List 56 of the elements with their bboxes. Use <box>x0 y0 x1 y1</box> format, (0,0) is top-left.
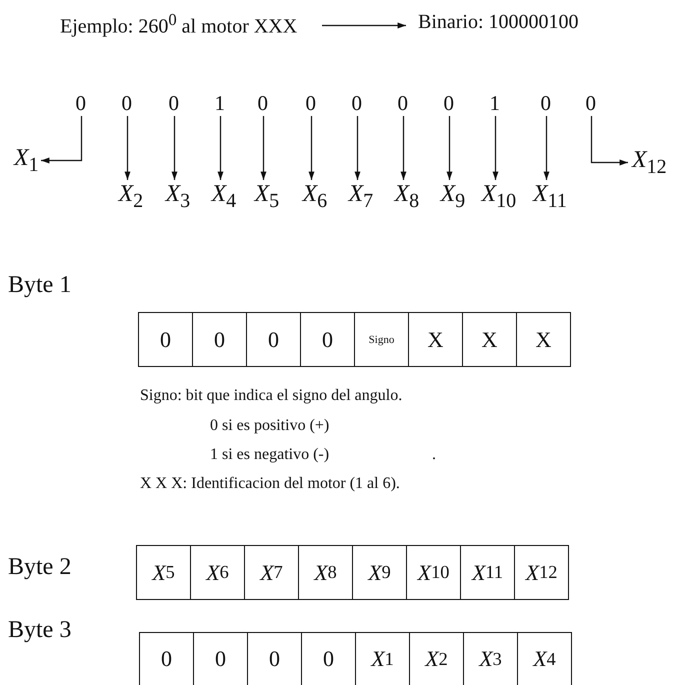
bit-cell: 0 <box>139 632 194 685</box>
bit-cell: X <box>516 312 571 367</box>
byte-label: Byte 2 <box>8 555 72 579</box>
binary-text: Binario: 100000100 <box>418 12 579 32</box>
bit-variable: X$_{4}$ <box>212 182 236 211</box>
bit-variable: X$_{9}$ <box>440 182 466 211</box>
bit-digit: 0 <box>352 93 362 114</box>
bit-digit: 0 <box>168 93 179 114</box>
bit-digit: 0 <box>306 93 316 114</box>
bit-digit: 0 <box>398 93 408 114</box>
bit-digit: 0 <box>258 93 268 114</box>
bit-variable: X$_{8}$ <box>394 182 420 211</box>
note-text: 0 si es positivo (+) <box>210 418 330 434</box>
arrow <box>124 116 130 180</box>
arrow <box>322 22 406 28</box>
arrow <box>308 116 314 180</box>
arrow <box>544 116 550 180</box>
bit-digit: 0 <box>76 93 86 114</box>
bit-variable: X$_{2}$ <box>118 182 144 211</box>
bit-variable: X$_{11}$ <box>533 182 567 211</box>
bit-digit: 0 <box>586 93 596 114</box>
bit-digit: 0 <box>540 93 551 114</box>
bit-digit: 1 <box>214 93 225 114</box>
note-text: 1 si es negativo (-) <box>210 447 330 463</box>
arrow <box>354 116 360 180</box>
bit-cell: X <box>408 312 463 367</box>
arrow <box>172 116 178 180</box>
bit-digit: 0 <box>122 93 132 114</box>
bit-digit: 0 <box>444 93 454 114</box>
bit-cell: 0 <box>246 312 301 367</box>
bit-cell: Signo <box>354 312 409 367</box>
bit-cell: X <box>462 312 517 367</box>
arrow <box>400 116 406 180</box>
note-text: Signo: bit que indica el signo del angulo. <box>140 388 402 404</box>
example-text: Ejemplo: 260$^{0}$ al motor XXX <box>60 12 298 37</box>
note-text: . <box>432 447 436 463</box>
arrow <box>446 116 452 180</box>
bit-variable: X$_{1}$ <box>14 146 39 175</box>
arrow <box>218 116 224 180</box>
bit-variable: X$_{7}$ <box>348 182 374 211</box>
bit-variable: X$_{3}$ <box>166 182 190 211</box>
arrow <box>590 116 628 166</box>
bit-variable: X$_{5}$ <box>254 182 280 211</box>
bit-cell: 0 <box>300 312 355 367</box>
bit-variable: X$_{12}$ <box>632 148 667 177</box>
bit-digit: 1 <box>490 93 500 114</box>
byte-label: Byte 1 <box>8 273 72 297</box>
bit-variable: X$_{6}$ <box>302 182 328 211</box>
arrow <box>41 116 82 164</box>
arrow <box>260 116 266 180</box>
bit-variable: X$_{10}$ <box>482 182 516 211</box>
bit-cell: 0 <box>138 312 193 367</box>
byte-label: Byte 3 <box>8 618 72 642</box>
arrow <box>492 116 498 180</box>
bit-cell: 0 <box>192 312 247 367</box>
note-text: X X X: Identificacion del motor (1 al 6). <box>140 476 400 492</box>
